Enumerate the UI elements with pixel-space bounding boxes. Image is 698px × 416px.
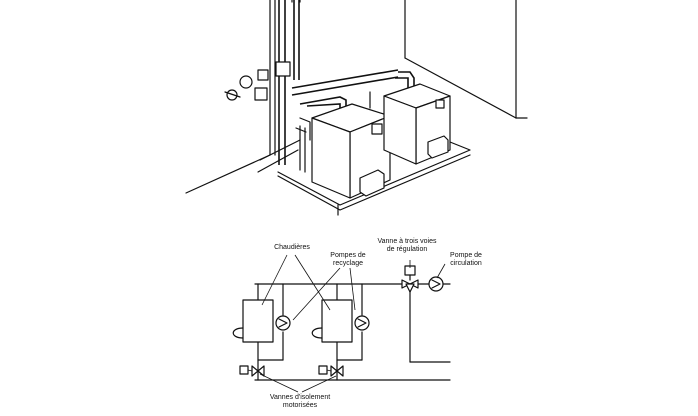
room-lines: [185, 0, 528, 194]
label-vannes-isolement-line2: motorisées: [282, 402, 318, 409]
three-way-valve: [401, 265, 419, 293]
label-vanne-line2: de régulation: [386, 246, 428, 253]
leader-lines: [259, 254, 446, 393]
header-pipes: [291, 69, 415, 122]
label-pompe-circulation: Pompe de circulation: [446, 252, 486, 268]
isolation-valve-2: [318, 365, 344, 377]
label-chaudieres: Chaudières: [274, 244, 310, 251]
isometric-illustration: [185, 0, 528, 216]
hydraulic-schematic: [232, 254, 451, 393]
riser-pipes: [278, 0, 301, 165]
label-vanne-line1: Vanne à trois voies: [377, 238, 437, 245]
recycling-pump-1: [275, 315, 291, 331]
isolation-valve-1: [239, 365, 265, 377]
label-vannes-isolement: Vannes d'isolement motorisées: [264, 394, 336, 410]
label-vannes-isolement-line1: Vannes d'isolement: [269, 394, 331, 401]
label-pompes-recyclage-line1: Pompes de: [330, 252, 366, 259]
label-pompes-recyclage-line2: recyclage: [333, 260, 363, 267]
circulation-pump: [428, 276, 444, 292]
schematic-boiler-1: [232, 299, 274, 343]
label-pompes-recyclage: Pompes de recyclage: [326, 252, 370, 268]
boiler-front: [299, 103, 391, 199]
label-pompe-circulation-line2: circulation: [450, 260, 482, 267]
label-pompe-circulation-line1: Pompe de: [450, 252, 482, 259]
riser-valves: [224, 61, 311, 173]
label-vanne-trois-voies: Vanne à trois voies de régulation: [372, 238, 442, 254]
boiler-rear: [369, 83, 451, 165]
recycling-pump-2: [354, 315, 370, 331]
schematic-boiler-2: [311, 299, 353, 343]
